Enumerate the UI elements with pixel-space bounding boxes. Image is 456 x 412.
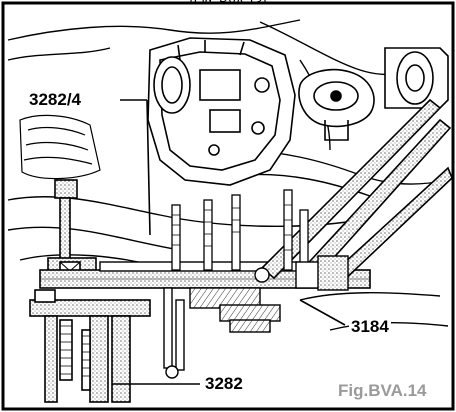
lower-rods <box>163 287 185 379</box>
bar-brackets <box>189 255 349 333</box>
figure-id: Fig.BVA.14 <box>338 381 427 400</box>
gearbox-housing <box>147 37 296 186</box>
jack-stand-3282 <box>29 289 151 403</box>
leader-lines <box>112 99 346 385</box>
callout-3282-4: 3282/4 <box>27 90 83 109</box>
cv-joint-boot <box>19 114 101 180</box>
callout-3184: 3184 <box>349 317 391 336</box>
callout-3282: 3282 <box>203 374 245 393</box>
engine-mount <box>298 68 375 141</box>
driveshaft <box>384 47 449 109</box>
